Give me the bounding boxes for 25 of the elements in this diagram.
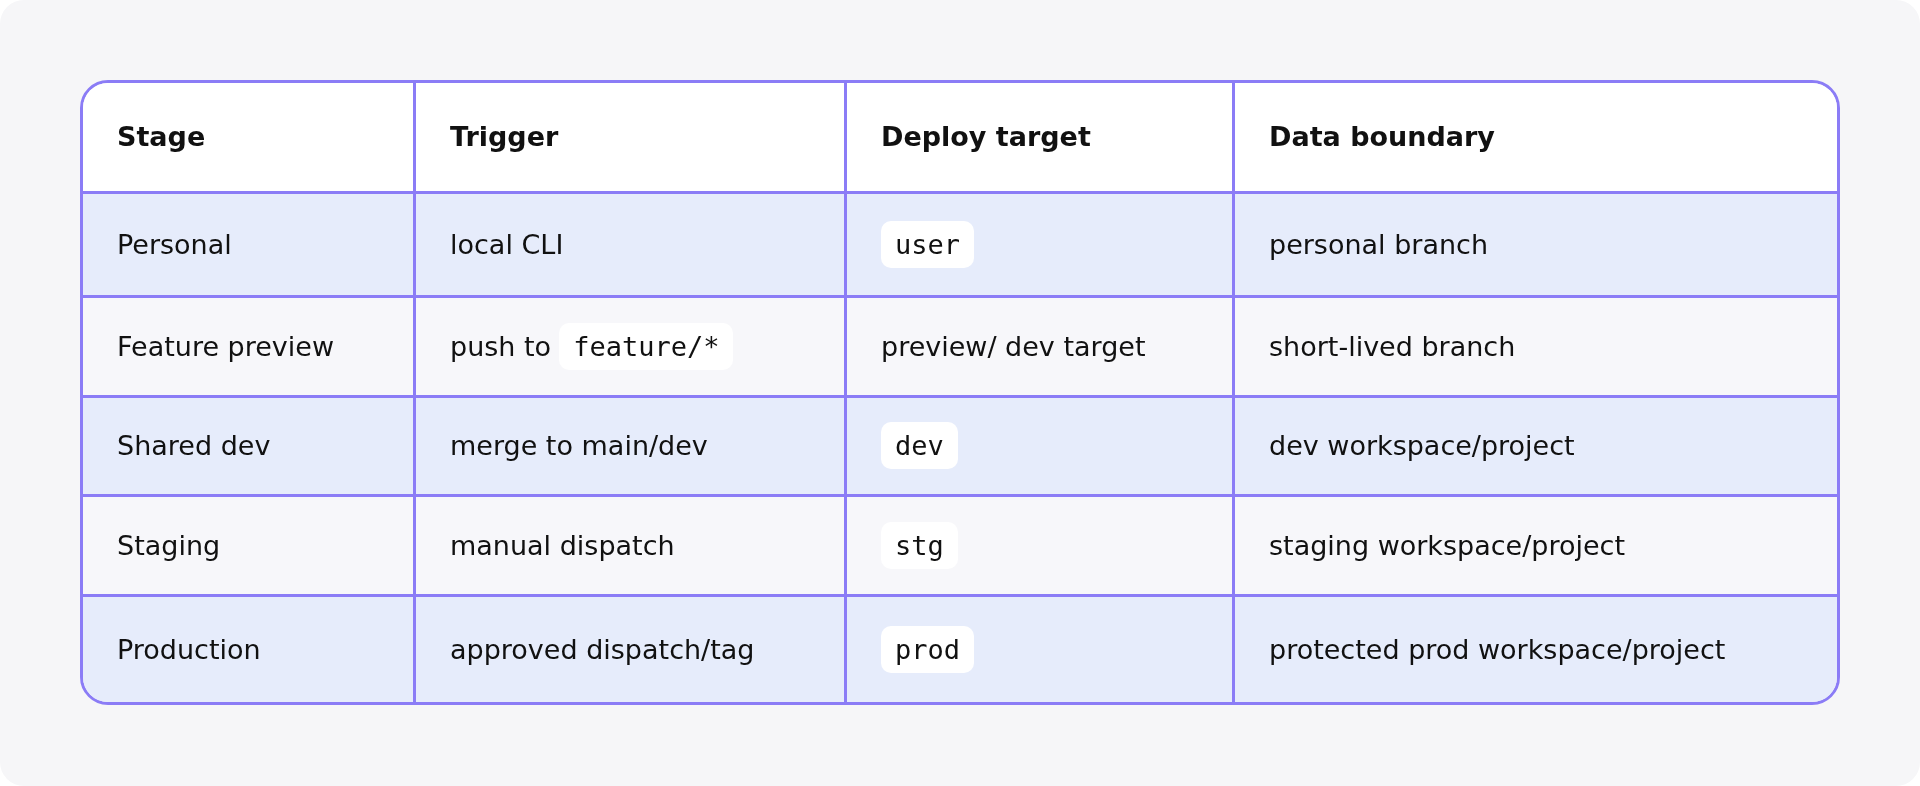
code-tag: stg (881, 522, 958, 570)
stage-name: Personal (117, 228, 232, 260)
column-header: Trigger (450, 121, 559, 153)
code-tag: prod (881, 626, 975, 674)
deploy-target: preview/ dev target (881, 330, 1146, 362)
data-boundary: short-lived branch (1269, 330, 1516, 362)
column-header: Data boundary (1269, 121, 1495, 153)
stage-name: Staging (117, 530, 221, 562)
column-header: Deploy target (881, 121, 1091, 153)
data-boundary: protected prod workspace/project (1269, 634, 1726, 666)
trigger-text: local CLI (450, 228, 564, 260)
trigger-text: push to (450, 330, 552, 362)
stage-name: Production (117, 634, 261, 666)
trigger-text: manual dispatch (450, 530, 675, 562)
code-tag: user (881, 220, 975, 268)
data-boundary: personal branch (1269, 228, 1489, 260)
trigger-text: merge to main/dev (450, 430, 708, 462)
stage-name: Feature preview (117, 330, 335, 362)
code-tag: feature/* (559, 322, 734, 370)
data-boundary: staging workspace/project (1269, 530, 1626, 562)
data-boundary: dev workspace/project (1269, 430, 1575, 462)
code-tag: dev (881, 422, 958, 470)
stage-name: Shared dev (117, 430, 271, 462)
column-header: Stage (117, 121, 206, 153)
trigger-text: approved dispatch/tag (450, 634, 755, 666)
